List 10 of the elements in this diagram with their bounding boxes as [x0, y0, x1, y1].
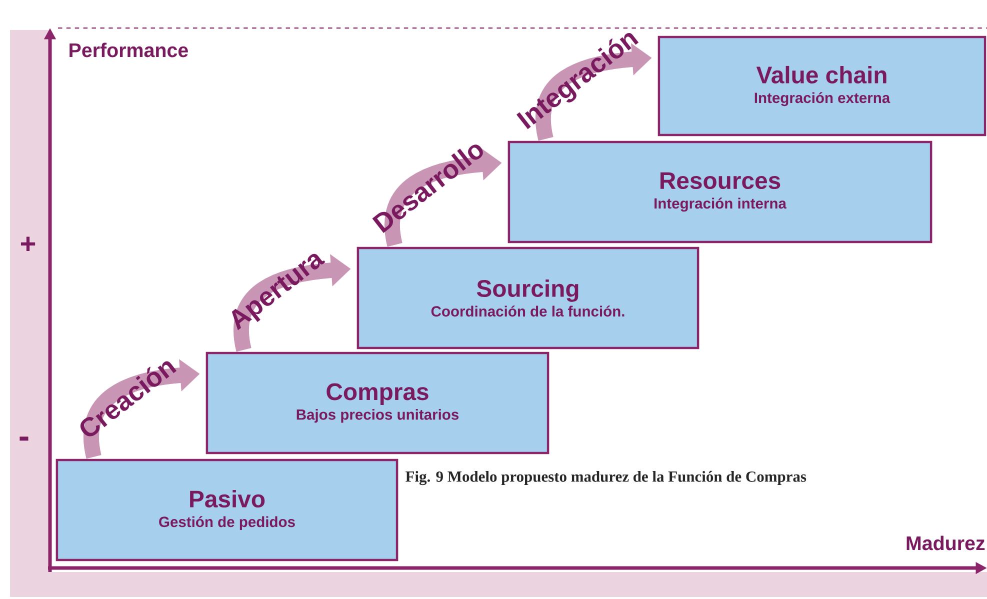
stage-box: Value chain Integración externa [658, 36, 986, 136]
axis-label: Performance [70, 42, 188, 58]
figure-caption: Fig. 9 Modelo propuesto madurez de la Función de Compras [406, 470, 806, 486]
stage-box: Pasivo Gestión de pedidos [56, 458, 398, 562]
scale-sign: + [20, 236, 36, 252]
axis-label: Madurez [906, 536, 985, 550]
scale-sign: - [20, 436, 28, 441]
stage-box: Sourcing Coordinación de la función. [356, 246, 700, 350]
stage-box: Compras Bajos precios unitarios [206, 352, 550, 454]
stage-box: Resources Integración interna [508, 140, 932, 244]
